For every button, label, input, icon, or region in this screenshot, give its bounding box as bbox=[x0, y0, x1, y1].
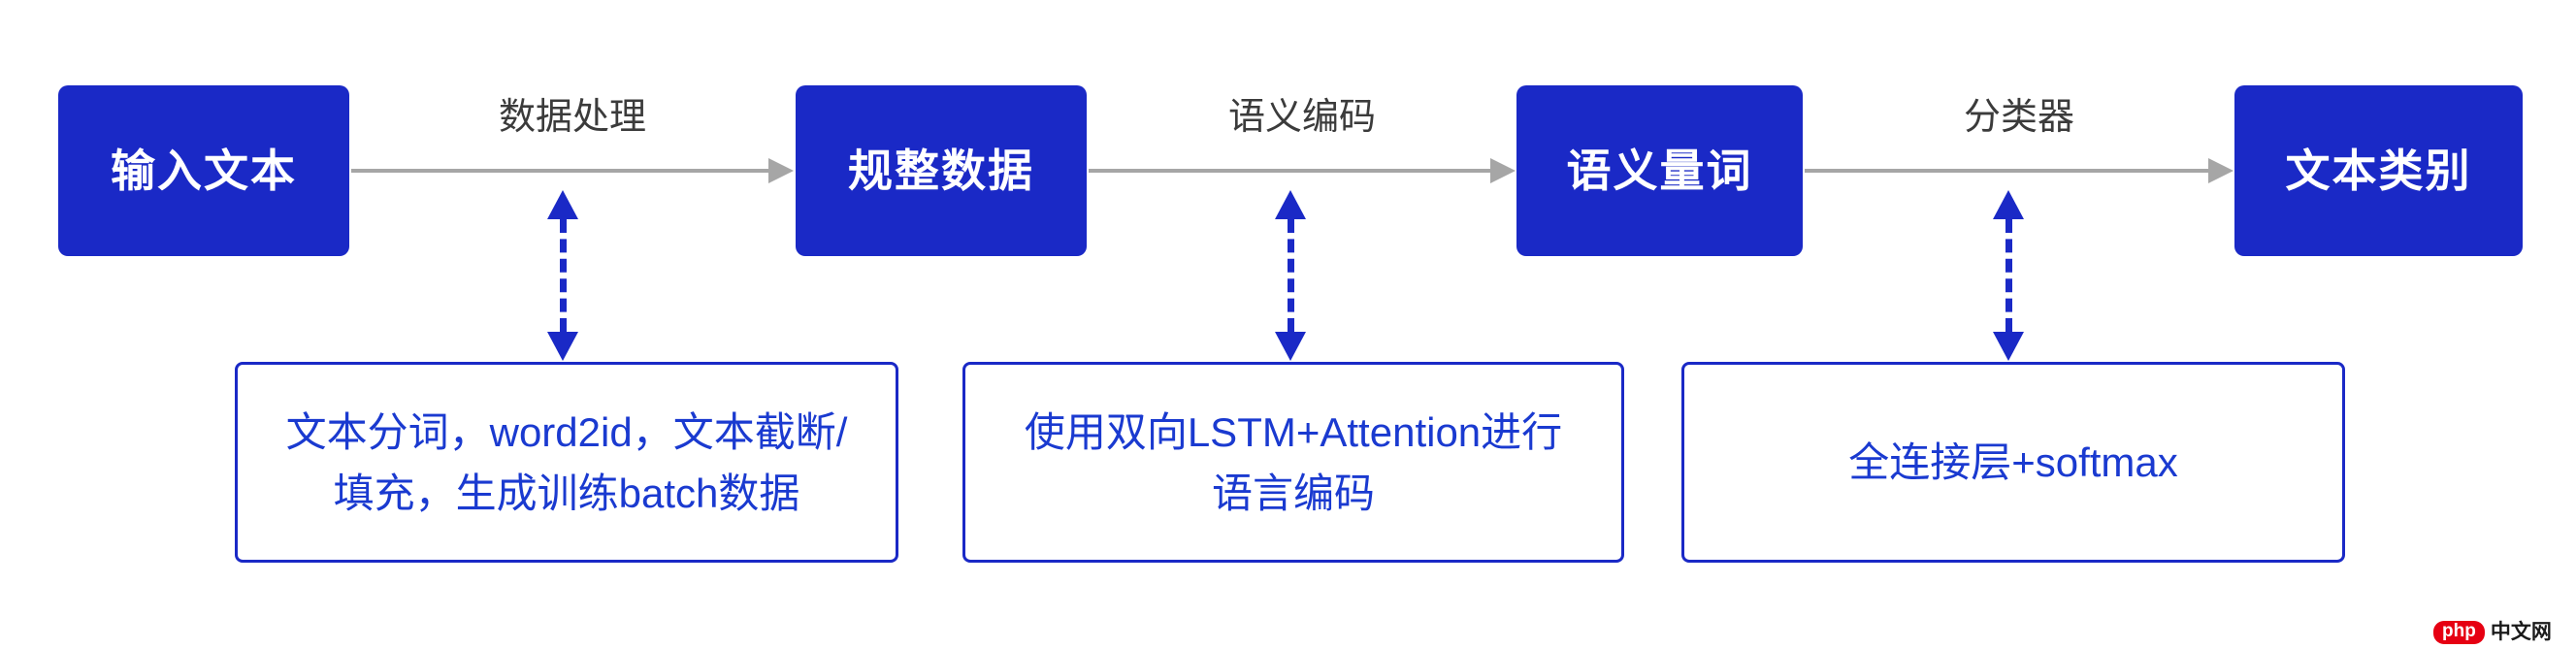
link-arrow-classifier bbox=[1989, 190, 2028, 361]
detail-text-preprocess: 文本分词，word2id，文本截断/ 填充，生成训练batch数据 bbox=[285, 408, 848, 516]
arrow-head-down-icon bbox=[1993, 332, 2024, 361]
arrow-head-icon bbox=[1490, 158, 1516, 183]
arrow-shaft bbox=[1805, 169, 2210, 173]
stage-box-input-text[interactable]: 输入文本 bbox=[58, 85, 349, 256]
flow-arrow-data-processing bbox=[351, 158, 794, 183]
arrow-shaft bbox=[1089, 169, 1492, 173]
detail-box-classifier[interactable]: 全连接层+softmax bbox=[1681, 362, 2345, 563]
flow-label-semantic-encoding: 语义编码 bbox=[1227, 97, 1376, 138]
detail-text-encoder: 使用双向LSTM+Attention进行 语言编码 bbox=[1024, 408, 1563, 516]
stage-box-normalized-data[interactable]: 规整数据 bbox=[796, 85, 1087, 256]
php-logo-icon: php bbox=[2433, 621, 2485, 644]
stage-label-semantic-vector: 语义量词 bbox=[1566, 146, 1753, 196]
arrow-head-down-icon bbox=[547, 332, 578, 361]
watermark: php 中文网 bbox=[2433, 621, 2552, 644]
arrow-shaft bbox=[351, 169, 770, 173]
flow-arrow-semantic-encoding bbox=[1089, 158, 1516, 183]
arrow-head-icon bbox=[2208, 158, 2234, 183]
arrow-head-up-icon bbox=[547, 190, 578, 219]
stage-label-normalized-data: 规整数据 bbox=[848, 146, 1034, 196]
arrow-head-down-icon bbox=[1275, 332, 1306, 361]
arrow-head-up-icon bbox=[1275, 190, 1306, 219]
dashed-shaft bbox=[2005, 219, 2012, 332]
stage-box-semantic-vector[interactable]: 语义量词 bbox=[1516, 85, 1803, 256]
stage-label-input-text: 输入文本 bbox=[111, 146, 297, 196]
dashed-shaft bbox=[560, 219, 567, 332]
detail-box-encoder[interactable]: 使用双向LSTM+Attention进行 语言编码 bbox=[962, 362, 1624, 563]
dashed-shaft bbox=[1288, 219, 1294, 332]
arrow-head-up-icon bbox=[1993, 190, 2024, 219]
flow-label-data-processing: 数据处理 bbox=[498, 97, 646, 138]
flow-label-classifier: 分类器 bbox=[1963, 97, 2074, 138]
watermark-site-label: 中文网 bbox=[2490, 621, 2552, 644]
link-arrow-preprocess bbox=[543, 190, 582, 361]
detail-box-preprocess[interactable]: 文本分词，word2id，文本截断/ 填充，生成训练batch数据 bbox=[235, 362, 898, 563]
stage-box-text-category[interactable]: 文本类别 bbox=[2234, 85, 2523, 256]
arrow-head-icon bbox=[768, 158, 794, 183]
flow-arrow-classifier bbox=[1805, 158, 2234, 183]
stage-label-text-category: 文本类别 bbox=[2285, 146, 2472, 196]
detail-text-classifier: 全连接层+softmax bbox=[1848, 439, 2178, 485]
link-arrow-encoder bbox=[1271, 190, 1310, 361]
